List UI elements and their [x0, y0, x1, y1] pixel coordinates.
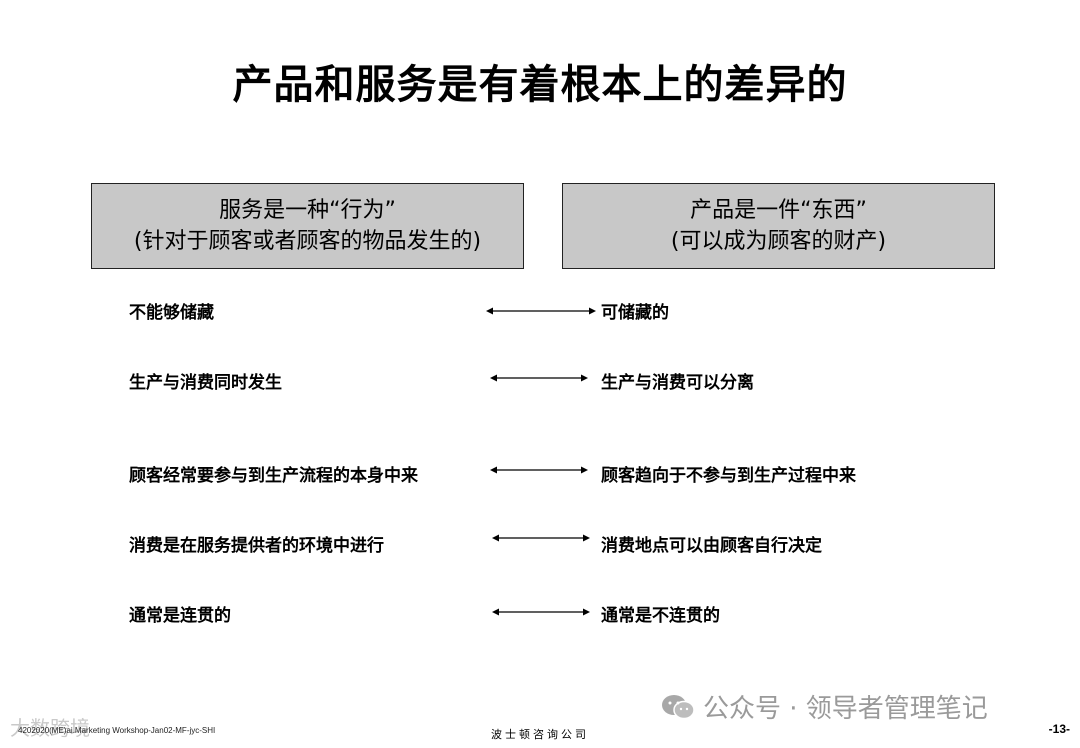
- watermark-text: 公众号 · 领导者管理笔记: [703, 694, 988, 724]
- product-trait-3: 顾客趋向于不参与到生产过程中来: [601, 466, 856, 486]
- service-trait-2: 生产与消费同时发生: [129, 373, 282, 393]
- product-header-line1: 产品是一件“东西”: [690, 198, 867, 223]
- slide-title: 产品和服务是有着根本上的差异的: [232, 62, 848, 108]
- double-arrow-icon: [492, 533, 590, 543]
- service-header-line2: (针对于顾客或者顾客的物品发生的): [133, 229, 482, 254]
- wechat-watermark: 公众号 · 领导者管理笔记: [661, 688, 988, 725]
- footer-file-ref: 4202020(ME)ai.Marketing Workshop-Jan02-M…: [18, 726, 216, 735]
- product-header-line2: (可以成为顾客的财产): [670, 229, 887, 254]
- service-trait-5: 通常是连贯的: [129, 606, 231, 626]
- double-arrow-icon: [490, 465, 588, 475]
- wechat-icon: [661, 694, 695, 720]
- service-header-box: 服务是一种“行为” (针对于顾客或者顾客的物品发生的): [91, 183, 524, 269]
- double-arrow-icon: [486, 306, 596, 316]
- double-arrow-icon: [492, 607, 590, 617]
- service-trait-4: 消费是在服务提供者的环境中进行: [129, 536, 384, 556]
- double-arrow-icon: [490, 373, 588, 383]
- page-number: -13-: [1048, 722, 1070, 736]
- corner-watermark: 大数跨境: [10, 716, 90, 740]
- product-trait-5: 通常是不连贯的: [601, 606, 720, 626]
- service-header-line1: 服务是一种“行为”: [219, 198, 396, 223]
- product-trait-1: 可储藏的: [601, 303, 669, 323]
- product-trait-2: 生产与消费可以分离: [601, 373, 754, 393]
- product-header-box: 产品是一件“东西” (可以成为顾客的财产): [562, 183, 995, 269]
- product-trait-4: 消费地点可以由顾客自行决定: [601, 536, 822, 556]
- footer-company: 波士顿咨询公司: [491, 728, 589, 741]
- service-trait-3: 顾客经常要参与到生产流程的本身中来: [129, 466, 418, 486]
- service-trait-1: 不能够储藏: [129, 303, 214, 323]
